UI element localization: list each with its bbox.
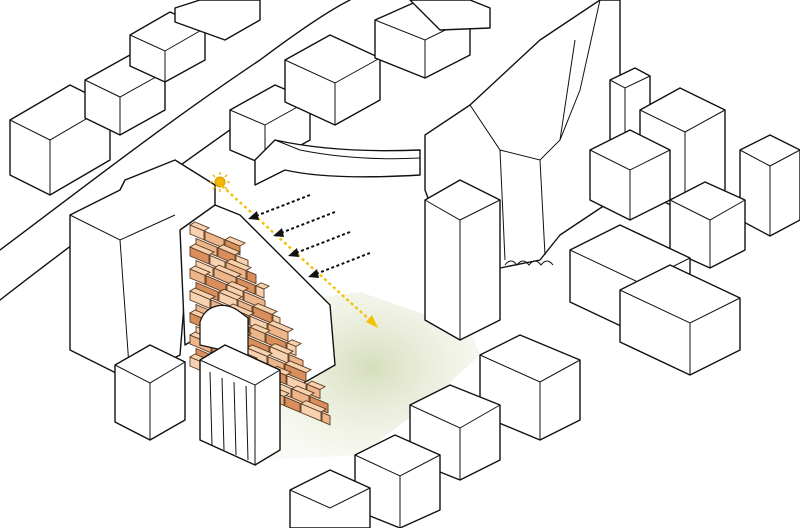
facade-brick: [246, 270, 257, 285]
dashed-wind-arrow: [293, 231, 351, 255]
facade-brick-top: [249, 323, 271, 335]
facade-brick-top: [224, 236, 246, 247]
building-row-bottom-left: [114, 344, 281, 466]
facade-brick-top: [267, 320, 294, 333]
facade-brick-top: [218, 288, 243, 301]
facade-brick-top: [291, 385, 315, 397]
wind-arrow-head: [308, 269, 319, 278]
building-row-bottom-right: [289, 334, 581, 528]
tower-building-center: [424, 0, 621, 341]
facade-brick: [321, 411, 331, 426]
wind-arrows: [248, 194, 371, 278]
dashed-wind-arrow: [278, 211, 336, 235]
sun-ray-tick: [212, 186, 216, 190]
facade-brick-top: [189, 265, 211, 276]
facade-brick-top: [226, 281, 249, 292]
facade-brick: [284, 396, 301, 413]
facade-brick-top: [189, 243, 215, 256]
sun-ray-tick: [224, 186, 228, 190]
dashed-wind-arrow: [253, 194, 311, 218]
building-row-top-left: [9, 0, 261, 196]
building-cluster-top-center: [229, 0, 491, 166]
wind-arrow-head: [273, 228, 284, 237]
facade-brick-top: [189, 287, 216, 300]
facade-brick-top: [246, 344, 273, 357]
sun-ray-tick: [212, 174, 216, 178]
facade-brick-top: [306, 380, 326, 391]
wind-arrow-head: [288, 248, 299, 257]
curved-building-center: [254, 139, 421, 186]
facade-brick-top: [269, 343, 294, 355]
road-edge-outer: [0, 0, 351, 251]
facade-brick-top: [255, 282, 270, 290]
dashed-wind-arrow: [313, 252, 371, 276]
facade-brick-top: [217, 244, 241, 256]
facade-brick-top: [286, 339, 302, 348]
facade-brick-top: [213, 264, 242, 278]
building-cluster-right: [569, 67, 800, 376]
facade-arch-opening: [199, 304, 249, 357]
sun-ray-arrow: [221, 185, 378, 328]
wind-arrow-head: [248, 211, 259, 220]
facade-brick-top: [252, 302, 278, 315]
facade-brick-top: [225, 258, 252, 272]
facade-brick-top: [189, 221, 210, 232]
facade-brick-top: [300, 400, 327, 413]
sun-icon: [210, 172, 230, 192]
facade-brick-top: [284, 360, 312, 374]
sun-ray-tick: [224, 174, 228, 178]
